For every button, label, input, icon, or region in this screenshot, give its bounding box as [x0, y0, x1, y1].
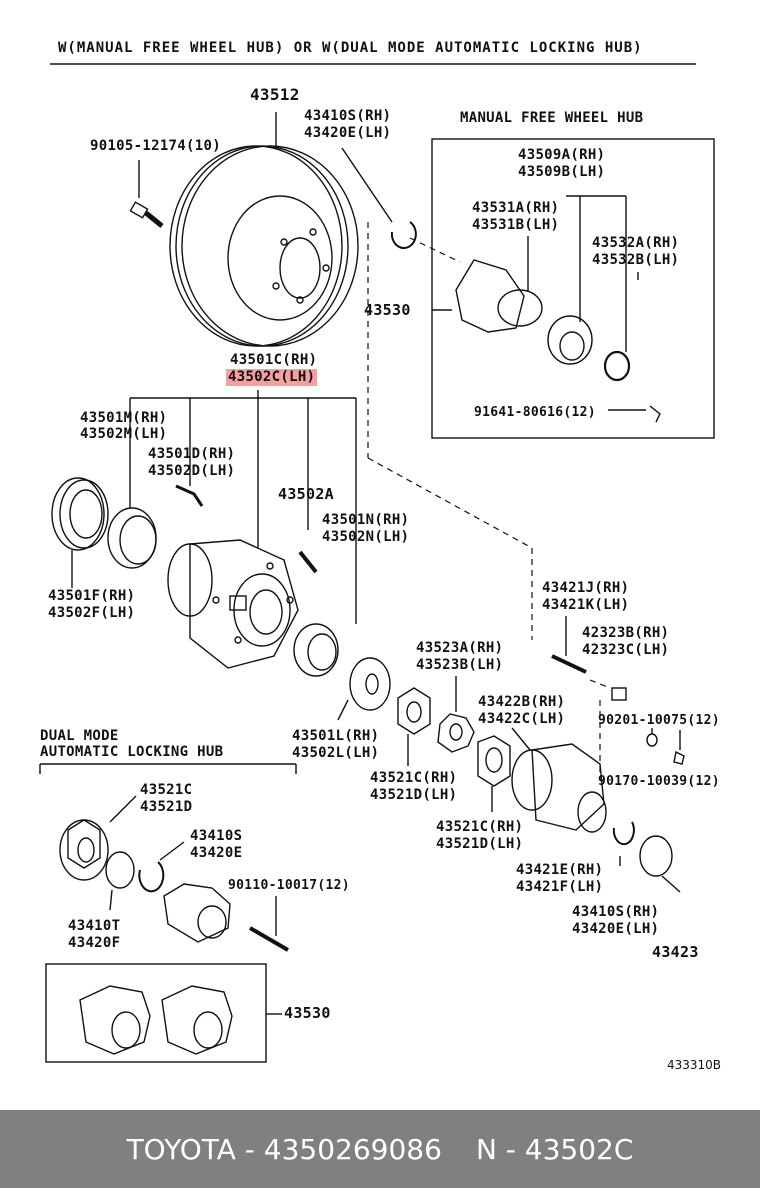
part-label[interactable]: 43501D(RH) [148, 446, 236, 462]
dual-mode-box [45, 963, 267, 1063]
part-label[interactable]: 43421E(RH) [516, 862, 604, 878]
footer-reference: N - 43502C [475, 1132, 634, 1166]
washer [337, 657, 391, 721]
dual-mode-hub-assemblies [79, 985, 233, 1055]
part-label[interactable]: 43420E(LH) [304, 125, 392, 141]
part-label[interactable]: 43512 [250, 85, 300, 104]
section-dual-mode-line1: DUAL MODE [40, 728, 119, 744]
part-label[interactable]: 43532B(LH) [592, 252, 680, 268]
parts-diagram: W(MANUAL FREE WHEEL HUB) OR W(DUAL MODE … [39, 40, 722, 1072]
part-label[interactable]: 43530 [364, 301, 411, 319]
part-label[interactable]: 43502F(LH) [48, 605, 136, 621]
diagram-code: 433310B [667, 1058, 722, 1072]
part-label[interactable]: 43502D(LH) [148, 463, 236, 479]
part-label[interactable]: 43509B(LH) [518, 164, 606, 180]
axle-hub [167, 539, 299, 669]
part-label[interactable]: 43521C(RH) [436, 819, 524, 835]
diagram-title: W(MANUAL FREE WHEEL HUB) OR W(DUAL MODE … [58, 40, 643, 56]
part-label[interactable]: 43421F(LH) [516, 879, 604, 895]
part-label[interactable]: 90170-10039(12) [598, 774, 720, 789]
manual-hub-parts [432, 195, 661, 423]
part-label[interactable]: 43521D(LH) [370, 787, 458, 803]
part-label[interactable]: 43532A(RH) [592, 235, 680, 251]
diagram-drawing [39, 63, 715, 1063]
part-label[interactable]: 43420E [190, 845, 243, 861]
part-label[interactable]: 43531A(RH) [472, 200, 560, 216]
outer-bearing [293, 623, 339, 677]
outer-lock-nut [477, 735, 511, 812]
manual-hub-box [431, 138, 715, 439]
part-label[interactable]: 43501C(RH) [230, 352, 318, 368]
part-label[interactable]: 43421K(LH) [542, 597, 630, 613]
brake-disc [169, 112, 359, 347]
part-label[interactable]: 43410S [190, 828, 243, 844]
part-label[interactable]: 43531B(LH) [472, 217, 560, 233]
hub-body [511, 727, 607, 833]
bolt-90105 [129, 160, 164, 228]
lock-nut [397, 687, 431, 766]
lock-washer [437, 676, 475, 753]
part-label[interactable]: 43421J(RH) [542, 580, 630, 596]
part-label[interactable]: 43410S(RH) [304, 108, 392, 124]
part-label[interactable]: 43523A(RH) [416, 640, 504, 656]
dual-mode-parts [59, 795, 290, 952]
part-label[interactable]: 43530 [284, 1004, 331, 1022]
part-label[interactable]: 90201-10075(12) [598, 713, 720, 728]
footer-bar: TOYOTA - 4350269086 N - 43502C [0, 1110, 760, 1188]
section-manual-hub: MANUAL FREE WHEEL HUB [460, 110, 644, 126]
section-dual-mode-line2: AUTOMATIC LOCKING HUB [40, 744, 224, 760]
part-label[interactable]: 43501F(RH) [48, 588, 136, 604]
part-label[interactable]: 42323C(LH) [582, 642, 670, 658]
part-label[interactable]: 43521D(LH) [436, 836, 524, 852]
part-label[interactable]: 43502N(LH) [322, 529, 410, 545]
part-label[interactable]: 42323B(RH) [582, 625, 670, 641]
highlighted-part-label[interactable]: 43502C(LH) [226, 369, 318, 386]
part-label[interactable]: 91641-80616(12) [474, 405, 596, 420]
part-label[interactable]: 43422B(RH) [478, 694, 566, 710]
part-label[interactable]: 43422C(LH) [478, 711, 566, 727]
part-label[interactable]: 43502A [278, 485, 334, 503]
footer-part-number: TOYOTA - 4350269086 [126, 1132, 442, 1166]
part-label[interactable]: 90105-12174(10) [90, 138, 221, 154]
part-label[interactable]: 43501N(RH) [322, 512, 410, 528]
part-label[interactable]: 43501L(RH) [292, 728, 380, 744]
part-label[interactable]: 43423 [652, 943, 699, 961]
part-label[interactable]: 43521C(RH) [370, 770, 458, 786]
part-label[interactable]: 43501M(RH) [80, 410, 168, 426]
part-label[interactable]: 43521C [140, 782, 193, 798]
part-label[interactable]: 43502L(LH) [292, 745, 380, 761]
inner-bearing [107, 507, 157, 569]
part-label[interactable]: 43521D [140, 799, 193, 815]
part-label[interactable]: 43420F [68, 935, 121, 951]
bracket-lines [129, 390, 357, 624]
part-label[interactable]: 43523B(LH) [416, 657, 504, 673]
part-label[interactable]: 43502M(LH) [80, 426, 168, 442]
part-label[interactable]: 90110-10017(12) [228, 878, 350, 893]
part-label[interactable]: 43509A(RH) [518, 147, 606, 163]
part-label[interactable]: 43410T [68, 918, 121, 934]
oil-seal [51, 477, 109, 588]
part-label[interactable]: 43420E(LH) [572, 921, 660, 937]
part-label[interactable]: 43410S(RH) [572, 904, 660, 920]
